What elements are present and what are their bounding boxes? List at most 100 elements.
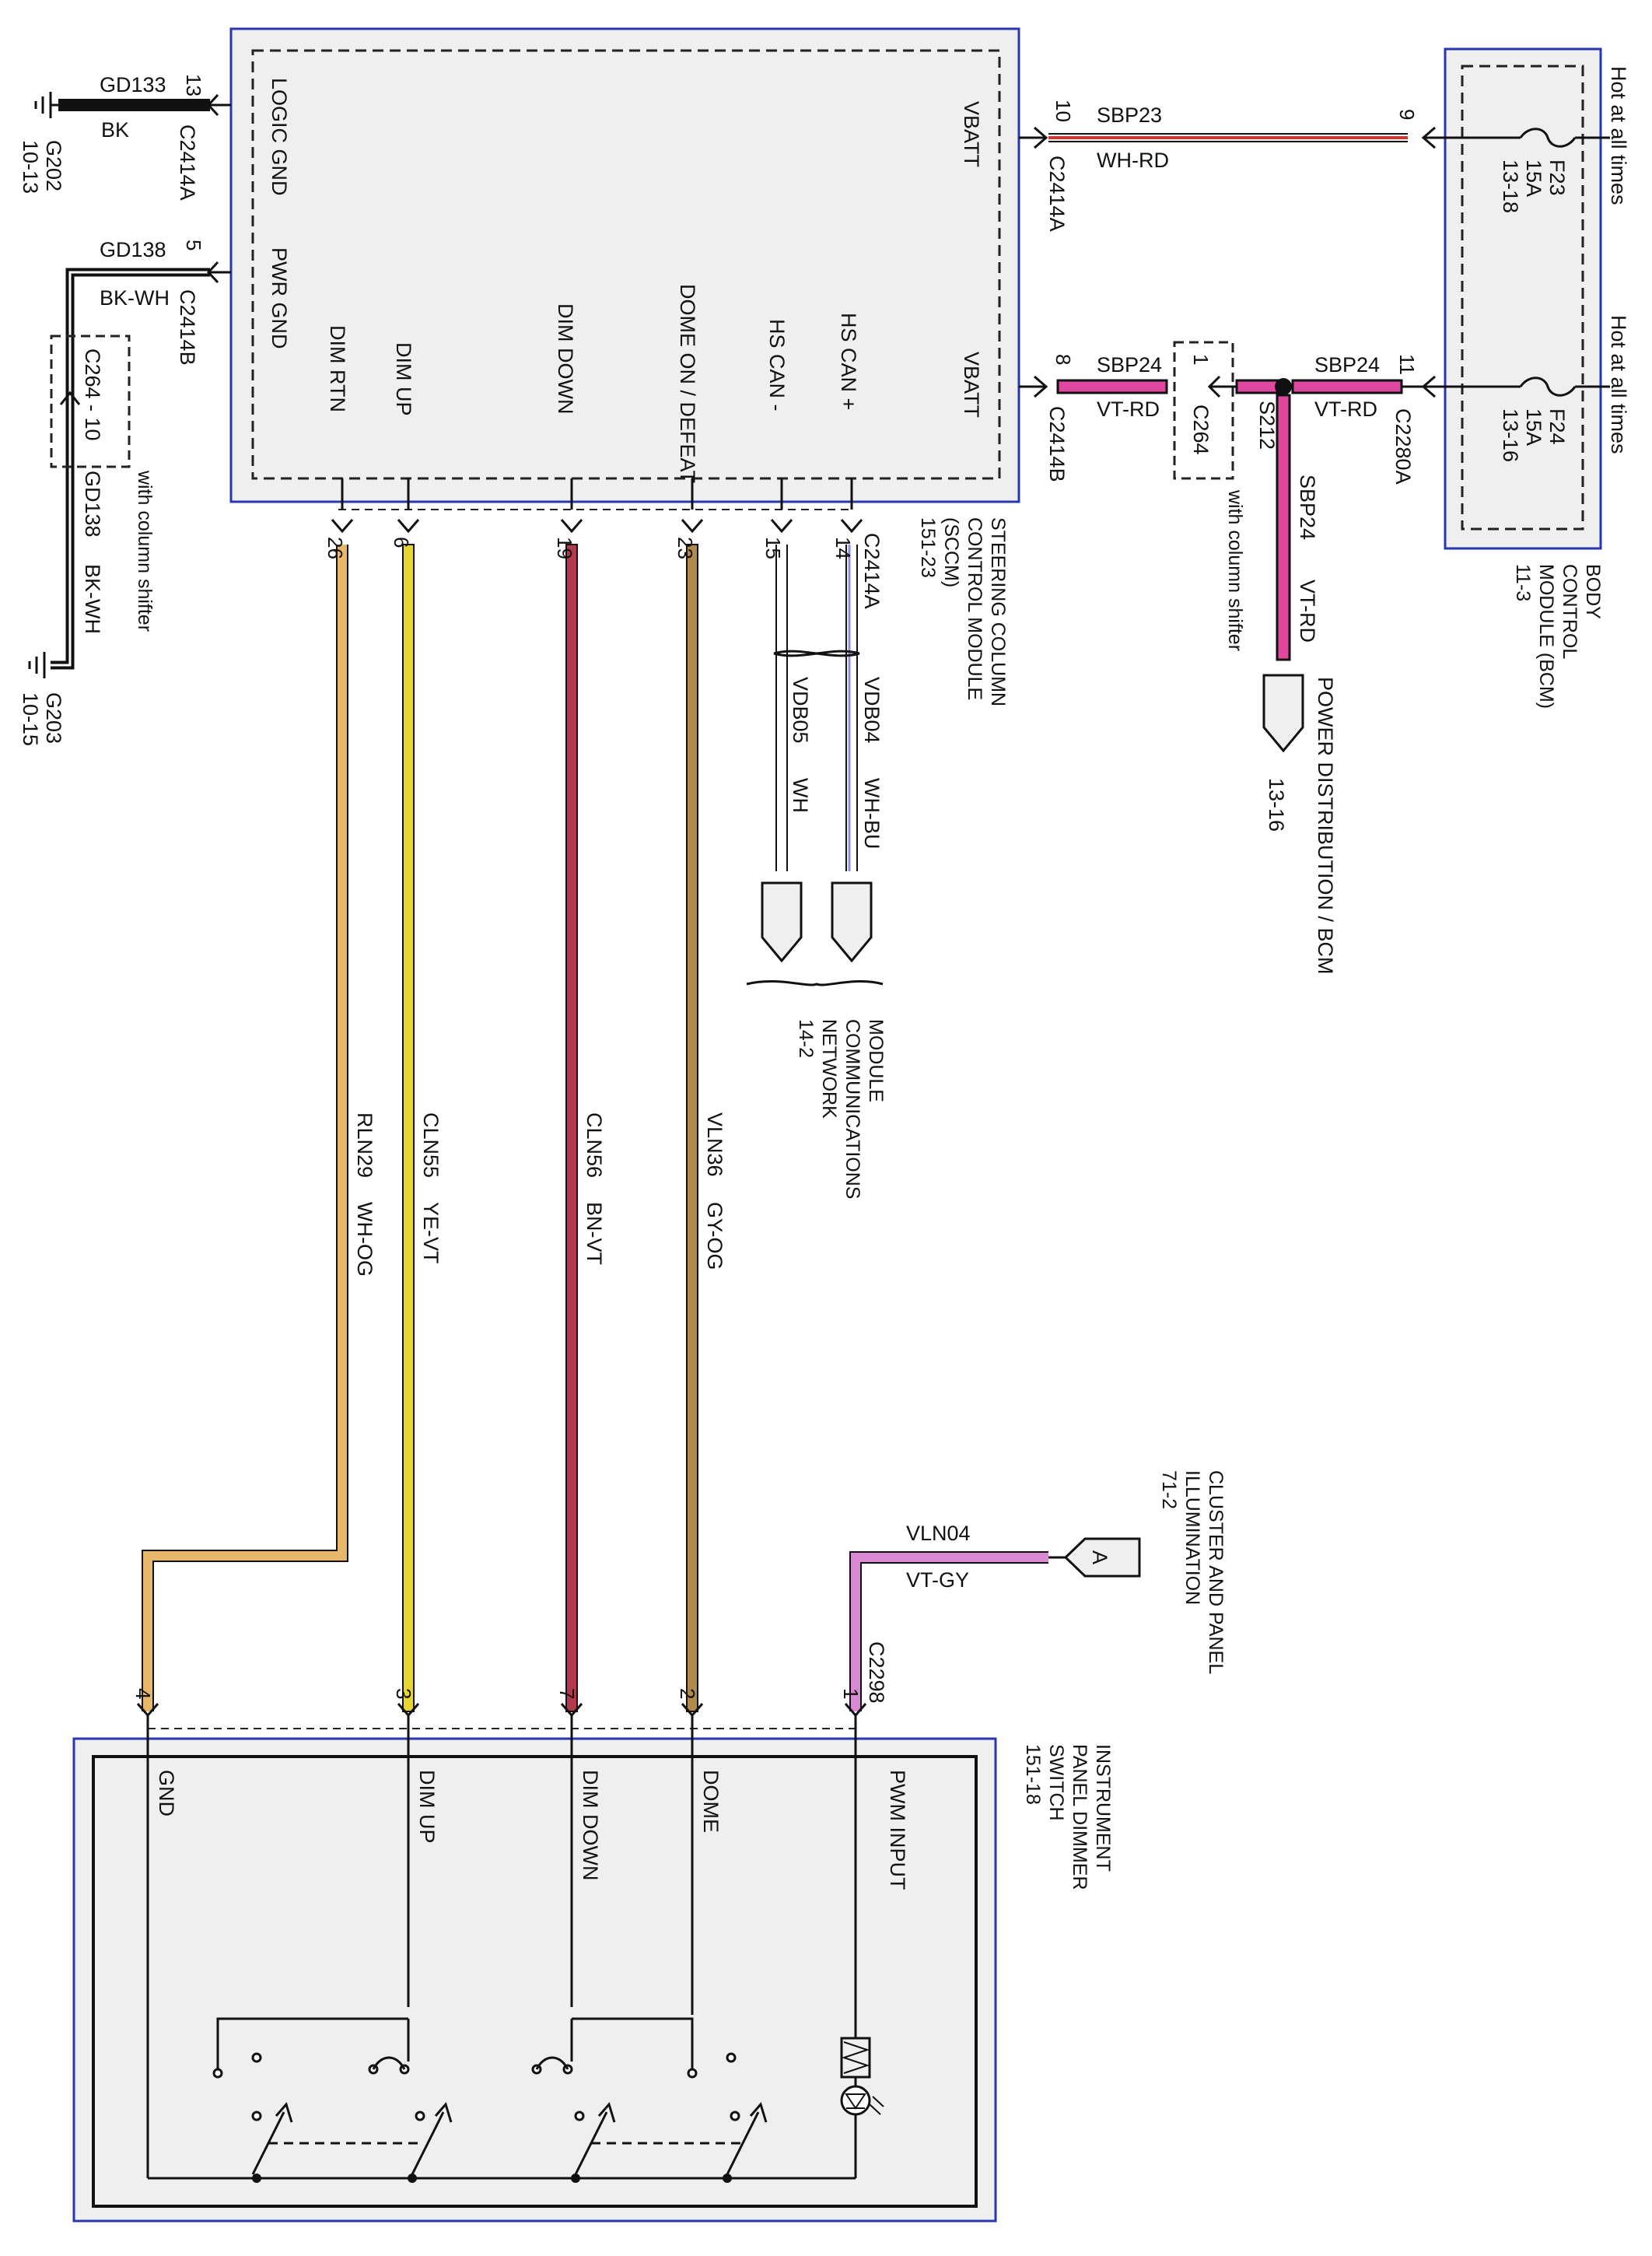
cluster-circuit-label: VLN04 (906, 1522, 971, 1545)
fuse-f23-ref: 13-18 (1499, 159, 1522, 213)
ground-power-inline-note: with column shifter (134, 470, 156, 632)
fuse-f24-label: F24 (1545, 408, 1569, 445)
sccm-pin-19: 19 (553, 537, 576, 559)
ground-logic-circuit: GD133 BK 13 C2414A G202 10-13 (19, 73, 231, 201)
vbatt-a-pin: 10 (1052, 100, 1075, 122)
sccm-pin-dim-up: DIM UP (392, 342, 415, 416)
ground-g203-icon (28, 652, 46, 678)
sccm-pin-pwr-gnd: PWR GND (268, 247, 291, 349)
sccm-pin-vbatt-bottom: VBATT (960, 352, 983, 418)
vbatt-b-circuit: 8 C2414B SBP24 VT-RD 1 C264 with column … (1019, 315, 1630, 651)
wire-dim-up-color: YE-VT (419, 1202, 443, 1264)
cluster-title-1: CLUSTER AND PANEL (1205, 1470, 1227, 1674)
can-minus-pin: 15 (761, 537, 785, 559)
bcm-title-3: MODULE (BCM) (1535, 564, 1557, 709)
cluster-circuit: A VLN04 VT-GY C2298 CLUSTER AND PANEL IL… (849, 1470, 1227, 1711)
vbatt-b-bcm-circuit: SBP24 (1314, 353, 1380, 377)
wire-dome-circuit: VLN36 (703, 1112, 726, 1177)
can-plus-connector-icon (831, 881, 873, 963)
wire-dim-rtn-circuit: RLN29 (353, 1112, 376, 1178)
cluster-color-label: VT-GY (906, 1568, 969, 1592)
vbatt-b-bcm-pin: 11 (1395, 354, 1419, 375)
ground-power-pin: 5 (182, 240, 205, 250)
vbatt-a-circuit: 10 C2414A SBP23 WH-RD 9 F23 15A 13-18 Ho… (1019, 66, 1630, 232)
vbatt-a-color-label: WH-RD (1097, 149, 1169, 172)
fuse-f24-ref: 13-16 (1499, 408, 1522, 462)
cluster-connector-letter: A (1088, 1550, 1111, 1564)
ground-power-circuit: GD138 BK-WH 5 C2414B C264 - 10 GD138 BK-… (19, 238, 231, 746)
can-dest-2: COMMUNICATIONS (842, 1019, 863, 1199)
can-dest-1: MODULE (865, 1019, 887, 1102)
bcm-title-2: CONTROL (1559, 564, 1580, 659)
fuse-f24-rating: 15A (1522, 408, 1545, 446)
splice-s212-icon (1275, 378, 1292, 395)
ground-power-inline-circuit: GD138 (81, 471, 104, 538)
switch-pin-2: 2 (676, 1688, 699, 1699)
power-branch-connector-icon (1262, 674, 1304, 753)
sccm-pin-dim-down: DIM DOWN (554, 303, 577, 414)
ground-g202-ref: 10-13 (19, 140, 42, 194)
ground-g203-ref: 10-15 (19, 692, 42, 746)
wire-dim-down-circuit: CLN56 (583, 1112, 606, 1178)
sccm-pin-6: 6 (390, 537, 413, 548)
sccm-title-1: STEERING COLUMN (987, 517, 1009, 706)
switch-pin-dim-down: DIM DOWN (579, 1770, 602, 1880)
vbatt-b-connector: C2414B (1045, 406, 1069, 482)
sccm-pin-hs-can-minus: HS CAN - (765, 319, 789, 412)
vbatt-b-bcm-color: VT-RD (1314, 398, 1377, 421)
can-minus-connector-icon (761, 881, 803, 963)
sccm-pin-26: 26 (324, 537, 347, 559)
wire-dim-rtn (142, 545, 348, 1711)
ground-logic-circuit-label: GD133 (100, 73, 166, 96)
cluster-title-2: ILLUMINATION (1181, 1470, 1203, 1605)
sccm-pin-23: 23 (674, 537, 697, 559)
vbatt-a-circuit-label: SBP23 (1097, 103, 1162, 127)
fuse-f23-rating: 15A (1522, 159, 1545, 197)
can-minus-color: WH (789, 778, 812, 813)
ground-g202-label: G202 (42, 140, 65, 191)
ground-power-circuit-label: GD138 (100, 238, 166, 261)
wire-dim-up (402, 544, 415, 1712)
ground-logic-color-label: BK (101, 118, 129, 142)
wire-dim-up-circuit: CLN55 (419, 1112, 443, 1178)
can-dest-4: 14-2 (795, 1019, 817, 1058)
sccm-pin-hs-can-plus: HS CAN + (837, 313, 860, 410)
can-plus-color: WH-BU (860, 778, 884, 849)
power-branch-circuit-label: SBP24 (1296, 475, 1319, 540)
fuse-f24-icon (1519, 377, 1577, 397)
ground-g202-icon (34, 92, 58, 118)
ground-logic-pin: 13 (182, 74, 205, 96)
fuse-f23-icon (1519, 128, 1577, 148)
switch-pin-dim-up: DIM UP (415, 1770, 439, 1844)
lamp-led-icon (840, 2085, 884, 2116)
can-dest-3: NETWORK (818, 1019, 840, 1119)
can-bus-circuit: 15 14 C2414A VDB05 WH VDB04 WH-BU MODULE… (746, 478, 887, 1199)
power-branch-circuit: SBP24 VT-RD POWER DISTRIBUTION / BCM 13-… (1262, 394, 1337, 975)
vbatt-b-bcm-connector: C2280A (1391, 408, 1415, 485)
wire-dome (686, 544, 698, 1712)
can-plus-pin: 14 (831, 537, 855, 559)
switch-pin-1: 1 (839, 1688, 863, 1699)
cluster-title-3: 71-2 (1158, 1470, 1180, 1509)
vbatt-b-circuit-label: SBP24 (1097, 353, 1162, 377)
power-branch-ref: 13-16 (1265, 778, 1288, 832)
sccm-pin-dim-rtn: DIM RTN (326, 325, 349, 412)
sccm-title-2: CONTROL MODULE (964, 517, 985, 700)
dimmer-switch-module: 4 3 7 2 1 (72, 1688, 1114, 2223)
ground-logic-connector: C2414A (176, 124, 199, 201)
switch-pin-3: 3 (392, 1688, 415, 1699)
wire-dim-down (565, 544, 578, 1712)
sccm-module: LOGIC GND PWR GND DIM RTN DIM UP DIM DOW… (229, 27, 1020, 706)
vbatt-a-connector: C2414A (1045, 156, 1069, 232)
ground-power-inline-color: BK-WH (81, 564, 104, 634)
inline-c264-pin: 1 (1189, 354, 1213, 365)
can-plus-circuit: VDB04 (860, 677, 884, 744)
can-connector: C2414A (860, 533, 884, 609)
sccm-title-3: (SCCM) (940, 517, 962, 587)
vbatt-b-hot-label: Hot at all times (1607, 315, 1630, 454)
power-branch-dest: POWER DISTRIBUTION / BCM (1314, 677, 1337, 975)
vbatt-a-hot-label: Hot at all times (1607, 66, 1630, 205)
dimmer-wires: 26 6 19 23 VLN36 GY-OG CLN56 BN-VT CLN55… (142, 478, 726, 1712)
twisted-pair-icon (773, 650, 860, 657)
ground-power-connector: C2414B (176, 289, 199, 366)
